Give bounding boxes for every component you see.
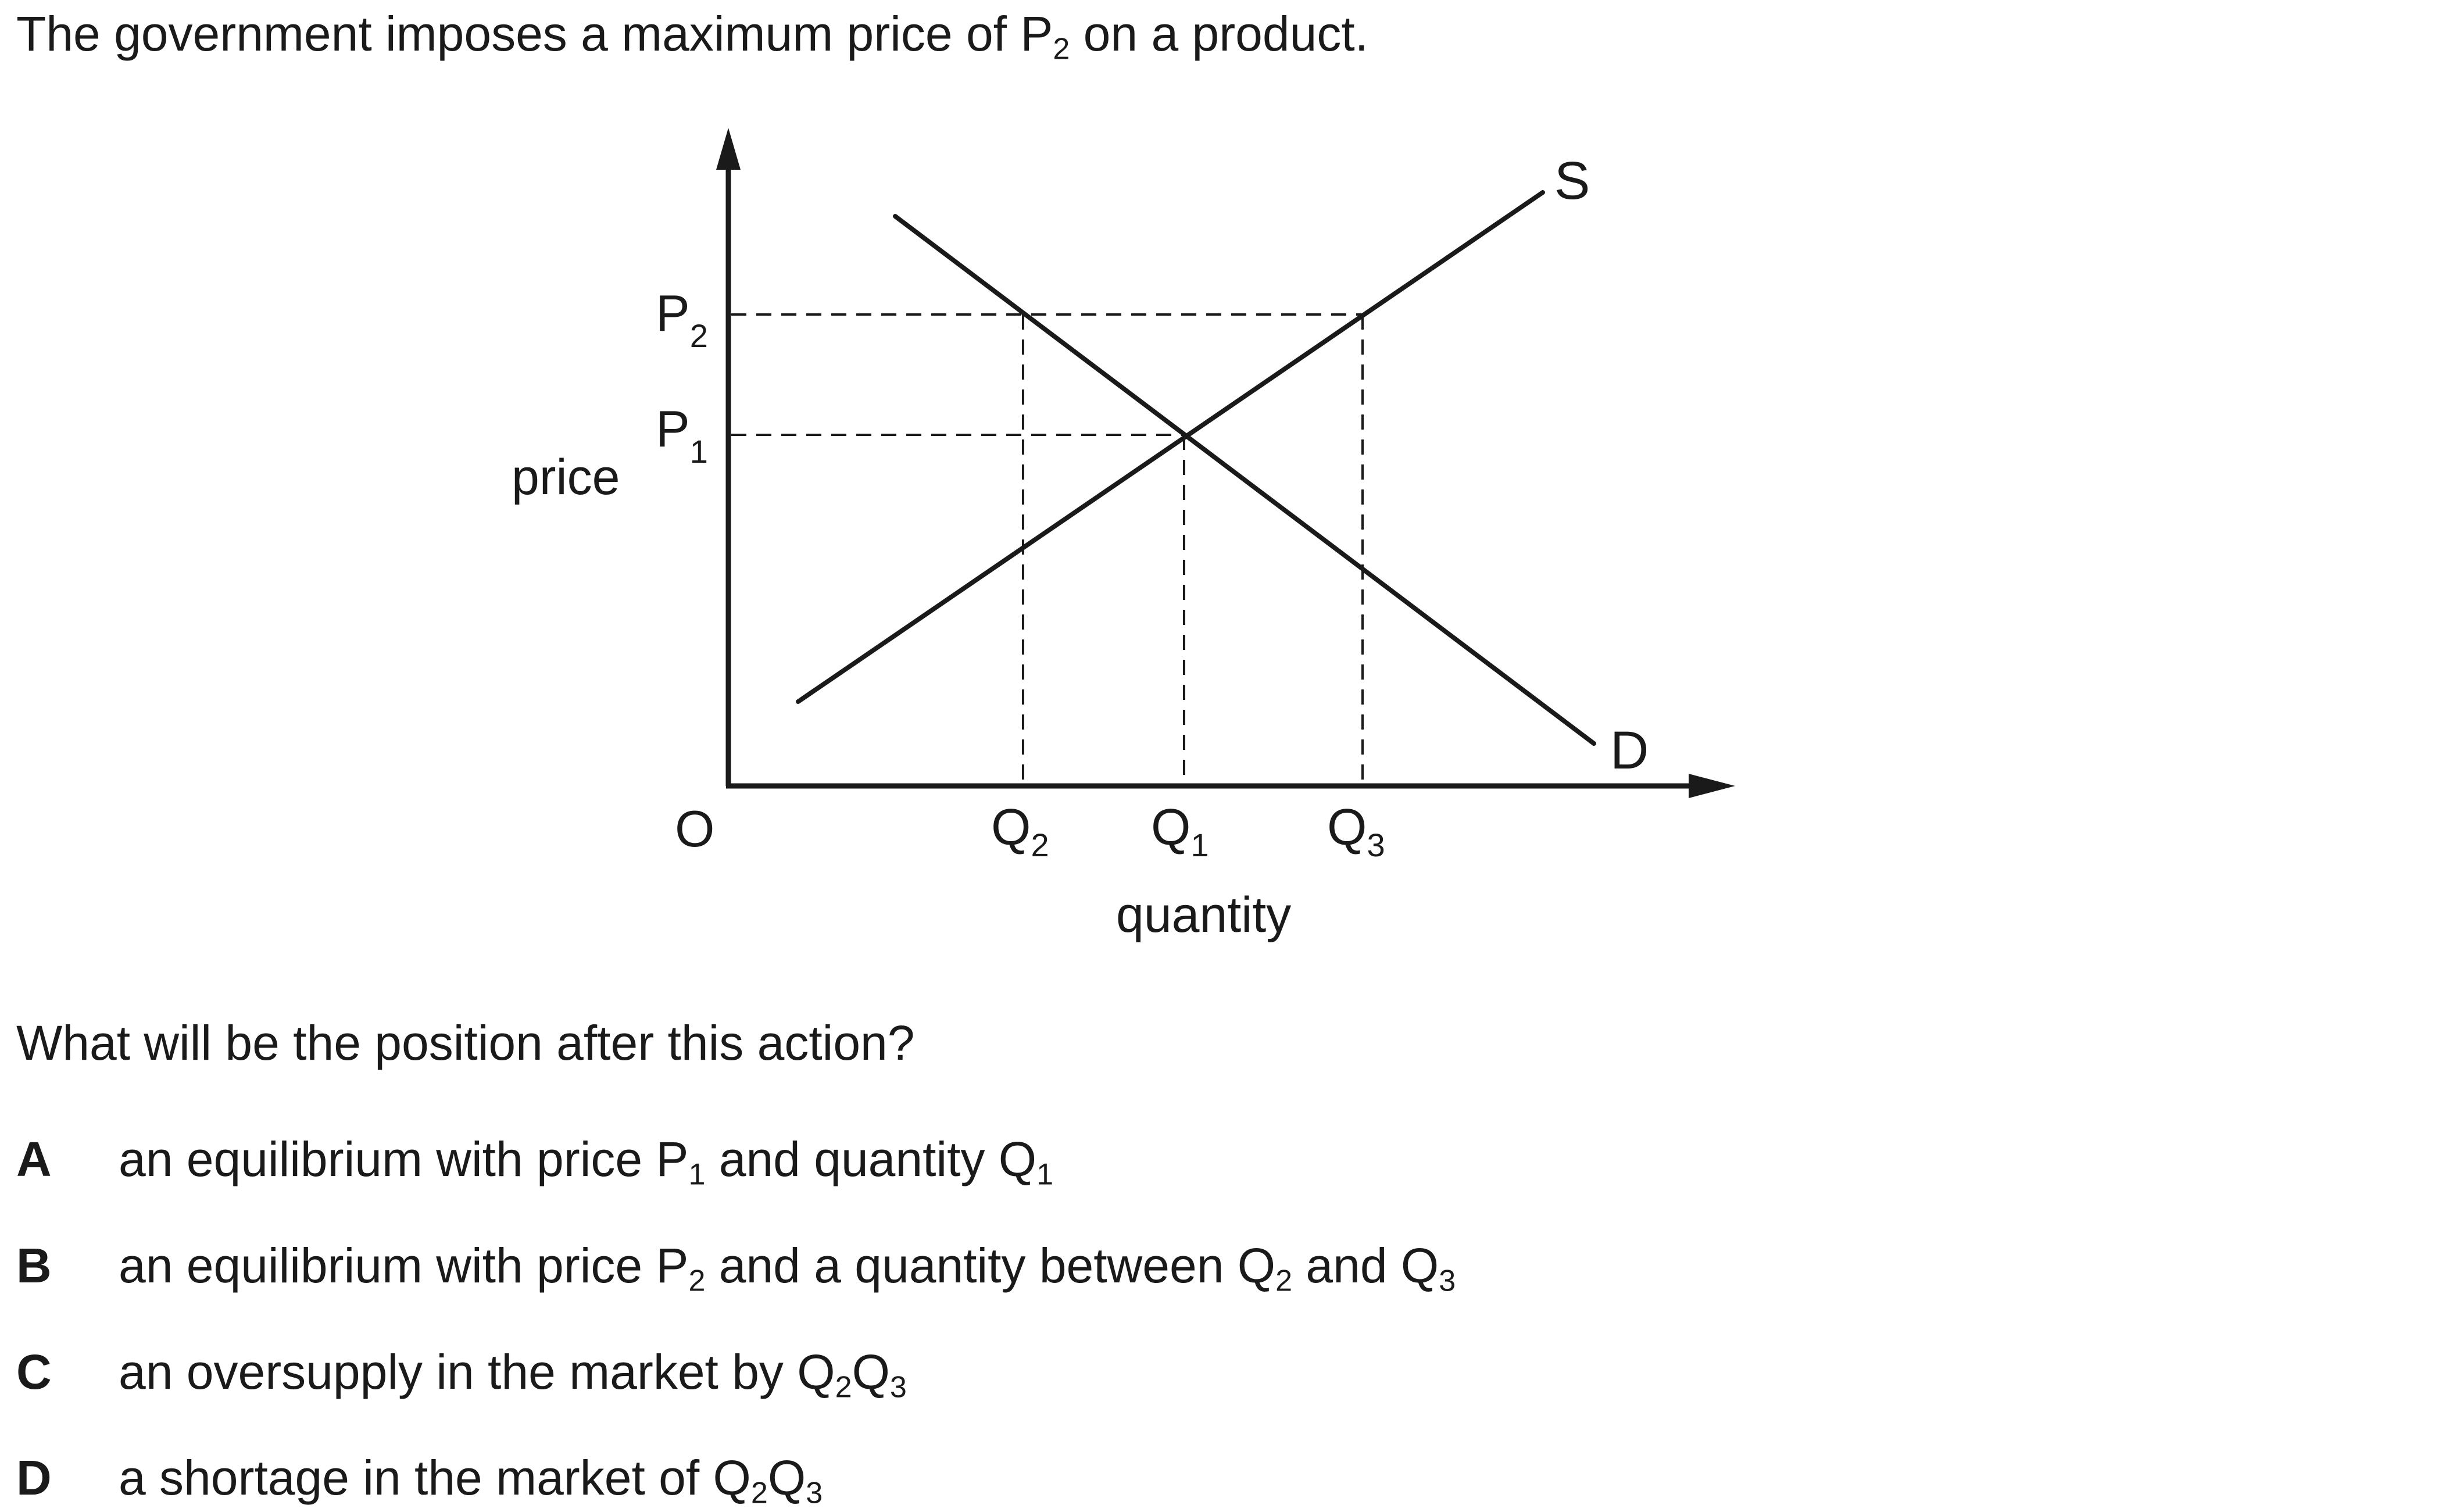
option-letter: C [16, 1345, 52, 1399]
supply-curve [796, 190, 1545, 704]
option-letter: B [16, 1238, 52, 1293]
q2-label: Q2 [991, 798, 1049, 863]
question-intro: The government imposes a maximum price o… [16, 6, 1369, 66]
quantity-axis-label: quantity [1116, 887, 1291, 943]
option-letter: D [16, 1450, 52, 1505]
p1-label: P1 [656, 400, 708, 470]
p2-label: P2 [656, 284, 708, 354]
option-letter: A [16, 1132, 52, 1186]
q3-label: Q3 [1327, 798, 1385, 863]
origin-label: O [675, 800, 714, 857]
price-axis-label: price [512, 449, 620, 505]
supply-label: S [1554, 151, 1590, 210]
demand-label: D [1610, 721, 1649, 780]
quantity-axis-arrow [1689, 774, 1735, 798]
price-axis-arrow [716, 128, 741, 170]
demand-curve [893, 214, 1596, 746]
q1-label: Q1 [1151, 798, 1209, 863]
question-text: What will be the position after this act… [16, 1016, 915, 1070]
